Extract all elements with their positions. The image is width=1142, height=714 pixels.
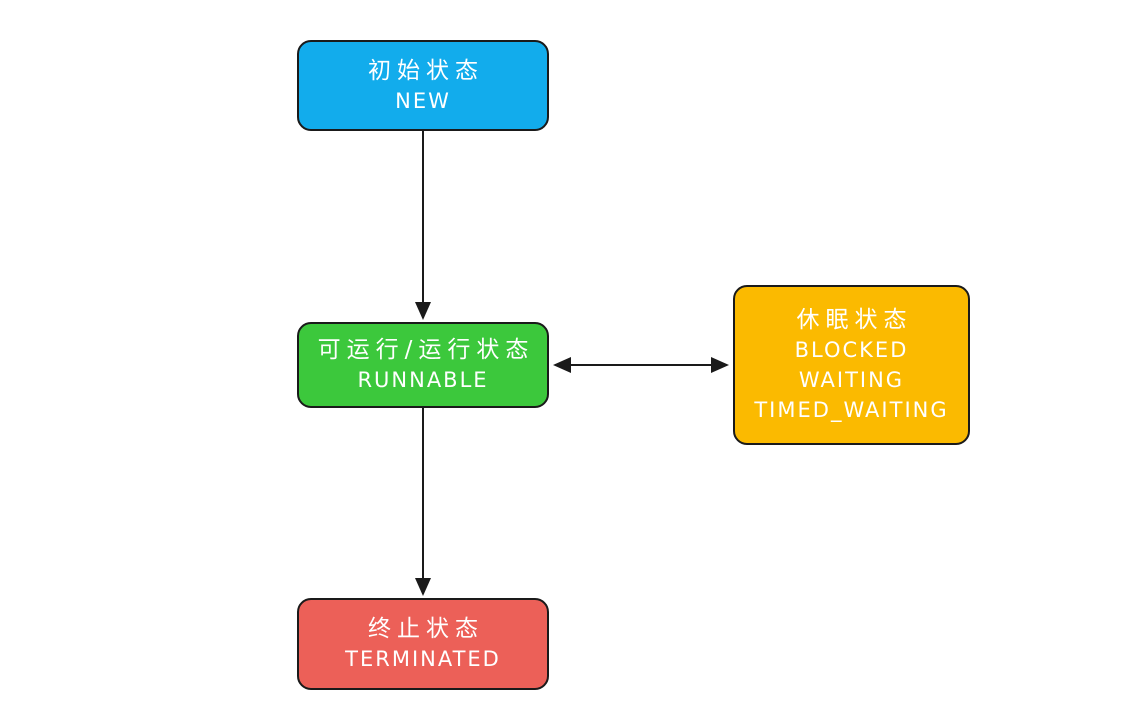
node-terminated-label-zh: 终止状态 bbox=[368, 616, 484, 642]
node-sleep-label-waiting: WAITING bbox=[798, 368, 905, 392]
node-terminated-label-en: TERMINATED bbox=[345, 647, 501, 671]
node-sleep-label-blocked: BLOCKED bbox=[794, 338, 909, 362]
node-sleep-label-timed-waiting: TIMED_WAITING bbox=[754, 398, 949, 422]
node-new-state: 初始状态 NEW bbox=[297, 40, 549, 131]
node-sleep-state: 休眠状态 BLOCKED WAITING TIMED_WAITING bbox=[733, 285, 970, 445]
node-new-label-en: NEW bbox=[395, 88, 451, 113]
node-terminated-state: 终止状态 TERMINATED bbox=[297, 598, 549, 690]
node-runnable-label-zh: 可运行/运行状态 bbox=[317, 337, 535, 363]
node-runnable-state: 可运行/运行状态 RUNNABLE bbox=[297, 322, 549, 408]
node-new-label-zh: 初始状态 bbox=[368, 57, 484, 84]
node-sleep-label-zh: 休眠状态 bbox=[796, 307, 913, 333]
node-runnable-label-en: RUNNABLE bbox=[357, 368, 489, 392]
